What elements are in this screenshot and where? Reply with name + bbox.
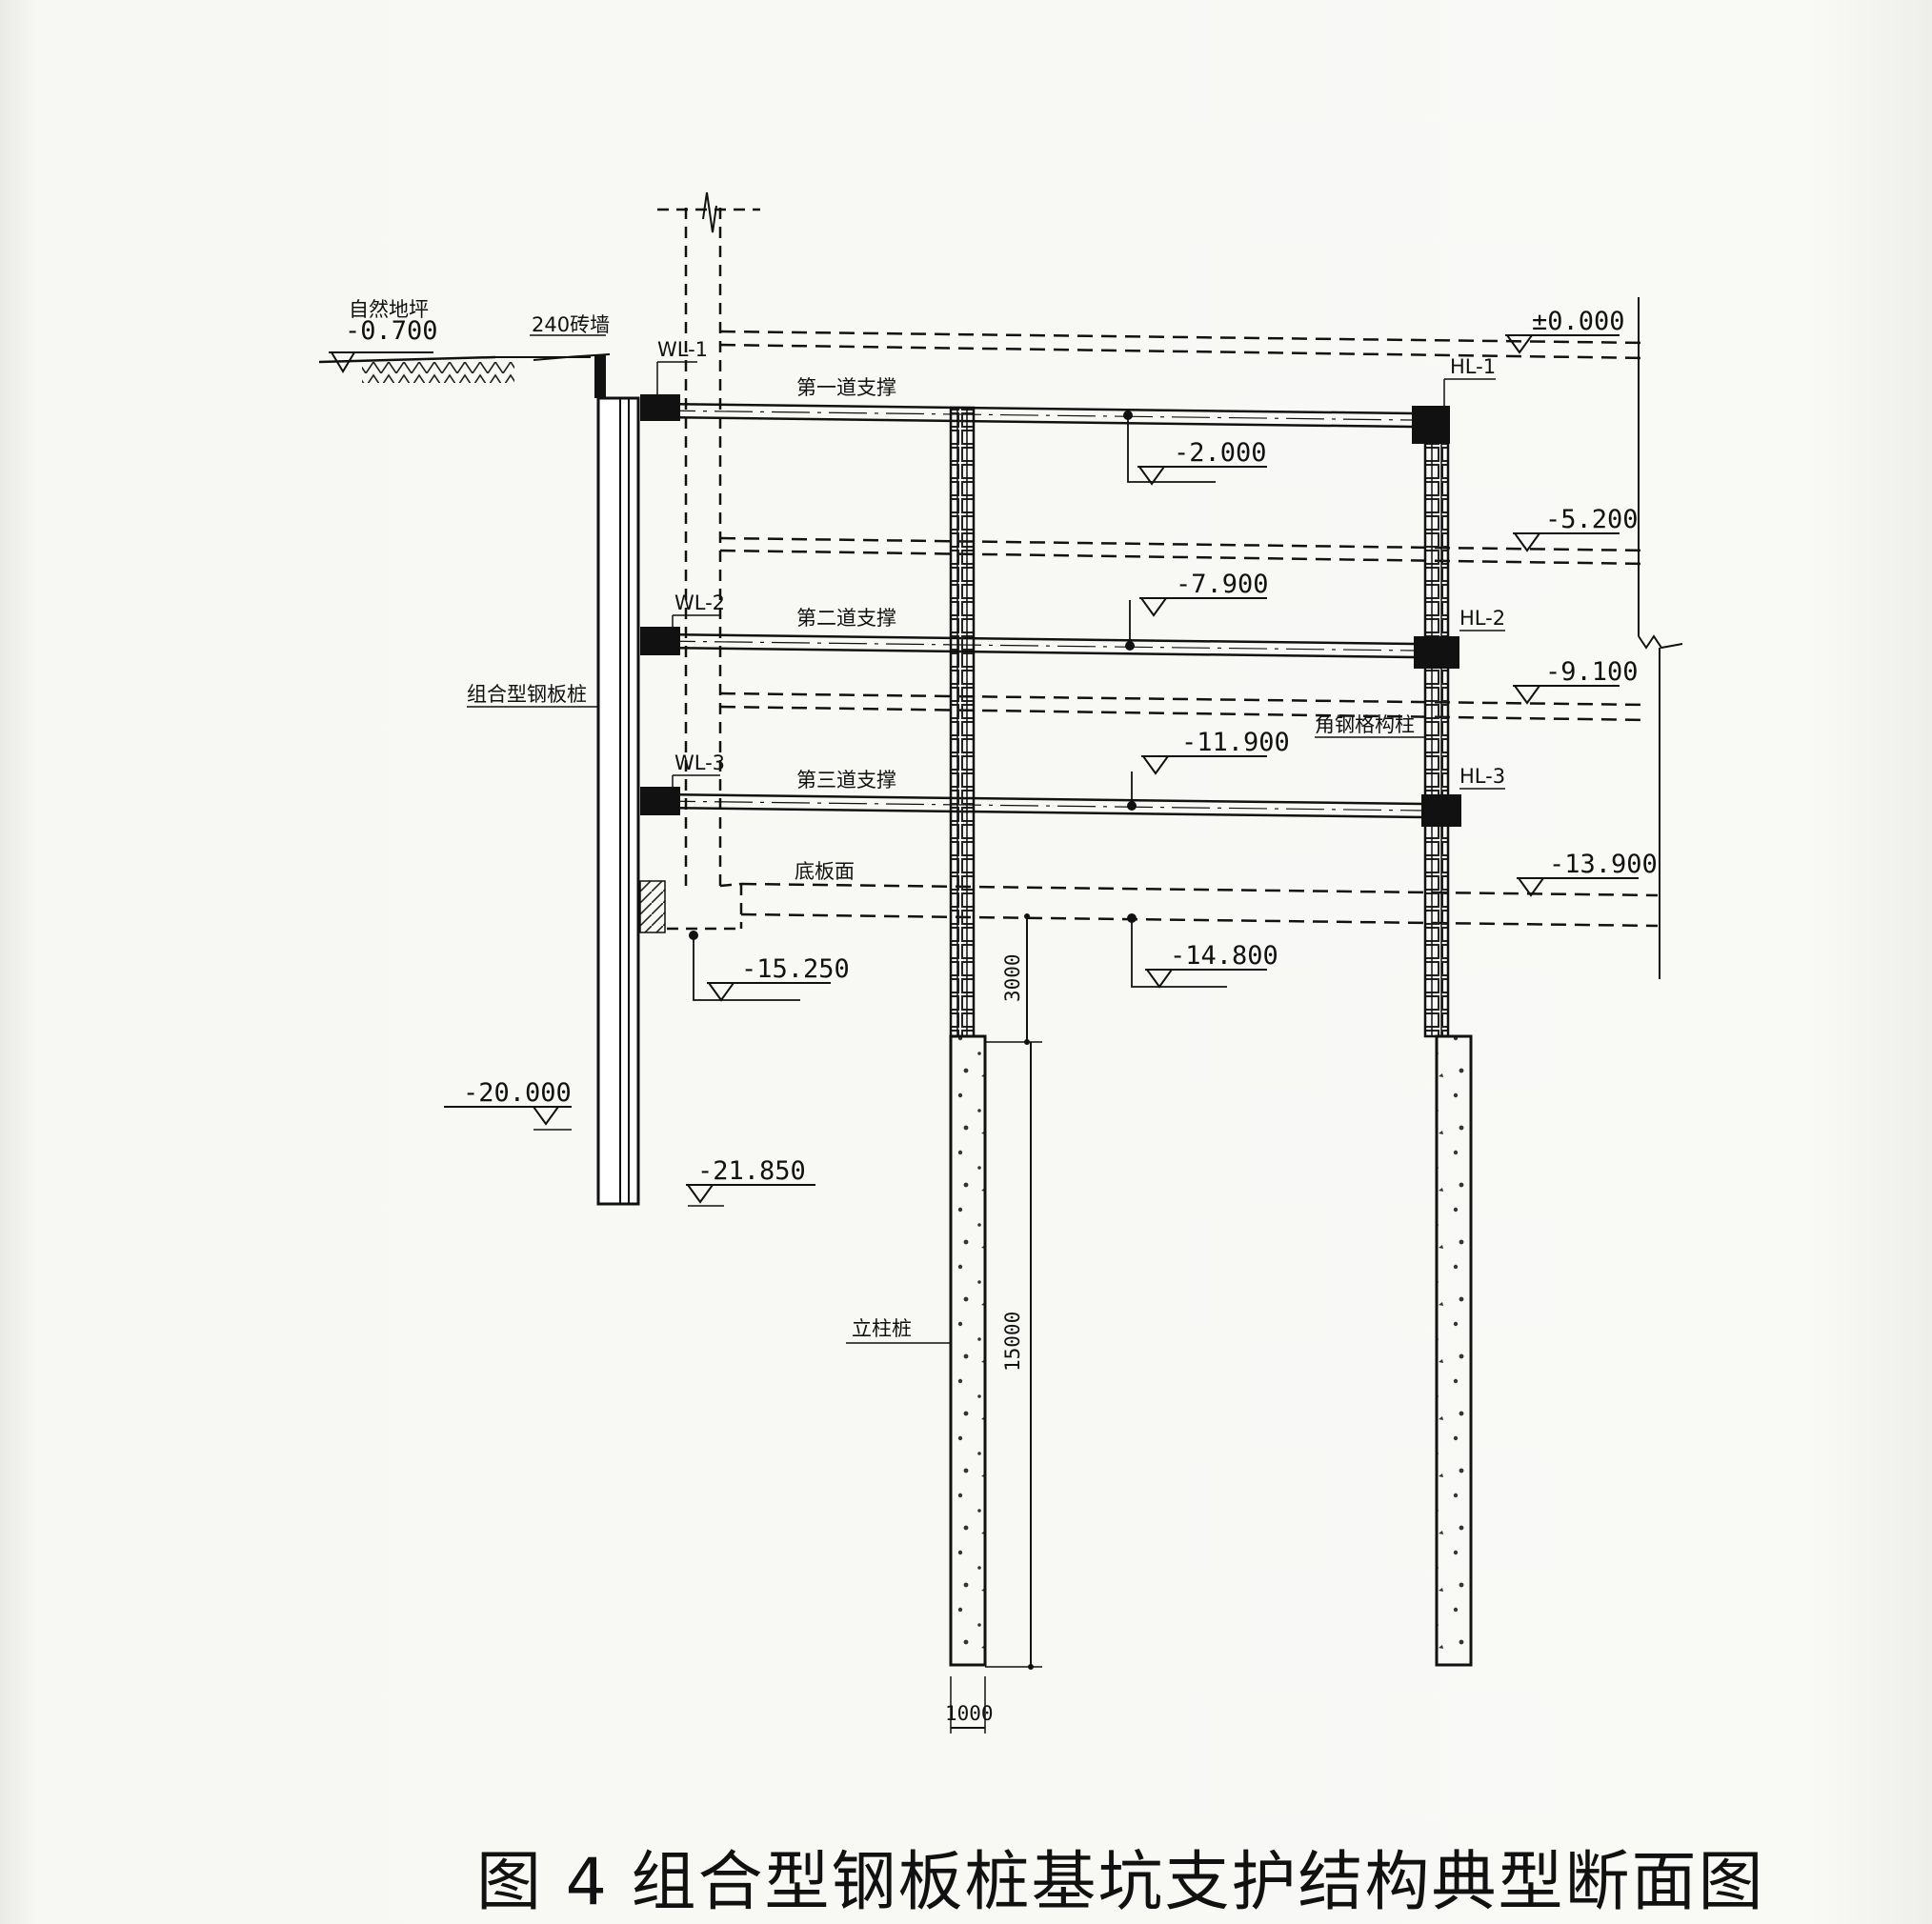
natural-ground [318,353,611,383]
elevation-marker-strut3: -11.900 [1127,728,1290,811]
wale-3-label: WL-3 [674,752,725,774]
elevation-marker-ground: -0.700 自然地坪 [329,298,438,373]
beam-1: HL-1 [1412,355,1496,444]
lattice-column-callout: 角钢格构柱 [1315,713,1425,738]
column-pile-left [949,1034,987,1667]
elevation-marker-5200: -5.200 [1513,505,1639,552]
strut-3 [656,792,1424,819]
strut-1 [656,402,1413,429]
strut-3-label: 第三道支撑 [796,769,896,792]
dimension-15000: 15000 [985,1041,1042,1670]
elevation-marker-9100: -9.100 [1513,657,1639,705]
wale-1: WL-1 [640,338,708,421]
lattice-column-label: 角钢格构柱 [1315,713,1415,736]
beam-3-label: HL-3 [1459,765,1505,788]
elevation-zero-text: ±0.000 [1532,307,1625,336]
elevation-9100-text: -9.100 [1545,657,1639,687]
elevation-5200-text: -5.200 [1545,505,1639,534]
elevation-marker-strut2: -7.900 [1125,570,1269,651]
strut-2-label: 第二道支撑 [796,607,896,630]
elevation-wall-bottom-text: -15.250 [741,954,850,984]
elevation-slab-text: -13.900 [1549,850,1658,879]
strut-2 [656,632,1415,659]
basement-wall-outline [657,208,760,886]
wale-3: WL-3 [640,752,725,815]
elevation-pile-toe-text: -21.850 [697,1156,806,1186]
figure-caption: 图 4 组合型钢板桩基坑支护结构典型断面图 [476,1845,1765,1920]
slab-step [667,882,743,931]
beam-3: HL-3 [1421,765,1505,827]
elevation-ground-text: -0.700 [345,316,438,346]
sheet-pile-callout: 组合型钢板桩 [467,683,598,708]
column-pile-right [1435,1034,1473,1667]
lattice-column-left [949,406,976,1038]
lattice-column-right [1423,425,1450,1038]
right-boundary [1638,297,1683,979]
elevation-pit-bottom-text: -14.800 [1170,941,1278,971]
elevation-marker-wall-bottom: -15.250 [689,931,850,1002]
slab-surface-label: 底板面 [795,860,855,883]
dimension-pile-diameter-text: 1000 [945,1702,994,1725]
sheet-pile [596,396,640,1206]
dimension-pile-diameter: 1000 [945,1676,994,1734]
elevation-marker-pit-bottom: -14.800 [1127,913,1278,989]
natural-ground-label: 自然地坪 [349,298,429,321]
beam-1-label: HL-1 [1450,355,1496,378]
column-pile-label: 立柱桩 [852,1317,912,1340]
elevation-marker-pile-toe: -21.850 [686,1156,815,1207]
wale-1-label: WL-1 [657,338,708,361]
sheet-pile-label: 组合型钢板桩 [467,683,587,706]
elevation-marker-strut1: -2.000 [1123,411,1267,486]
wale-2-label: WL-2 [674,591,725,614]
elevation-marker-slab: -13.900 [1517,850,1658,897]
brick-wall: 240砖墙 [530,313,610,398]
dimension-15000-text: 15000 [1001,1312,1024,1372]
beam-2: HL-2 [1414,607,1505,669]
dimension-3000-text: 3000 [1001,953,1024,1002]
elevation-20000-text: -20.000 [463,1078,572,1108]
section-drawing: -0.700 自然地坪 240砖墙 组合型钢板桩 [318,191,1683,1734]
wale-2: WL-2 [640,591,725,655]
wall-break-symbol [702,191,717,233]
brick-wall-label: 240砖墙 [532,313,610,336]
elevation-strut2-text: -7.900 [1176,570,1269,599]
elevation-strut3-text: -11.900 [1181,728,1290,757]
beam-2-label: HL-2 [1459,607,1505,630]
floor-slabs [719,330,1659,928]
elevation-marker-zero: ±0.000 [1505,307,1625,354]
slab-hatch [639,880,666,933]
elevation-strut1-text: -2.000 [1174,438,1267,468]
elevation-marker-20000: -20.000 [444,1078,572,1131]
strut-1-label: 第一道支撑 [796,376,896,399]
dimension-3000: 3000 [1001,913,1030,1045]
column-pile-callout: 立柱桩 [846,1317,951,1344]
